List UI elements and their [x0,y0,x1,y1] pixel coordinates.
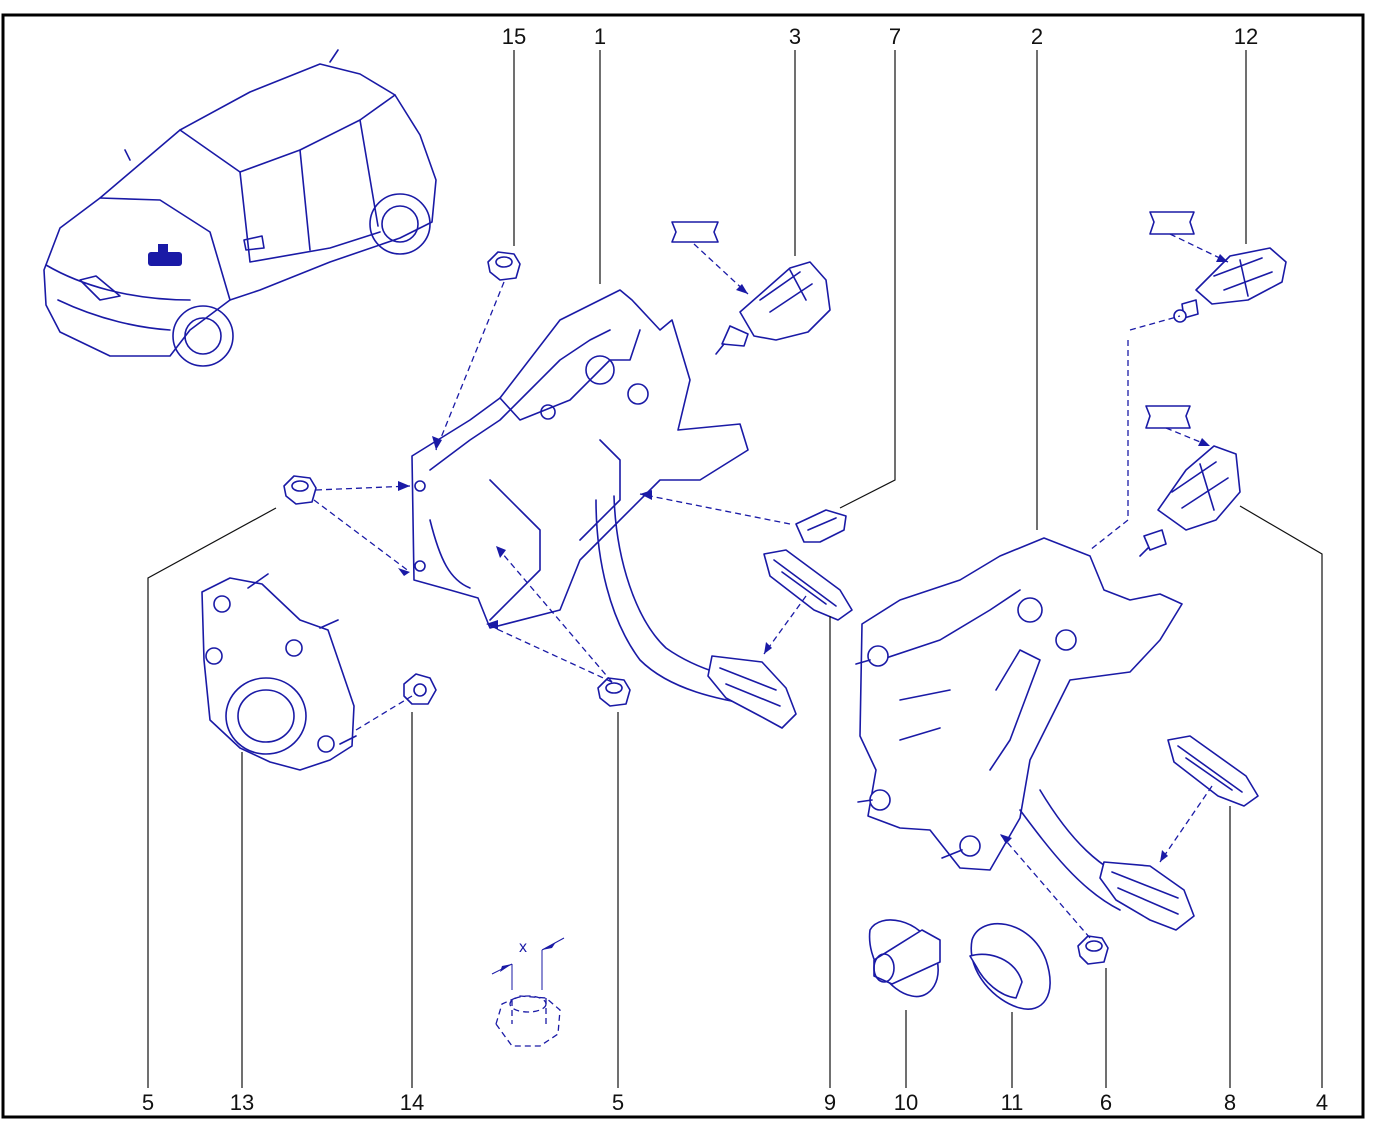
assembly-arrowheads [398,254,1228,862]
bearing-housing-icon [201,573,357,771]
bushing-icon [868,919,941,998]
switch-icon [715,261,831,355]
detail-x-icon [491,937,565,1047]
left-pedal-bracket-icon [411,289,797,729]
callout-13: 13 [230,1090,254,1115]
car-icon [43,49,437,367]
callout-10: 10 [894,1090,918,1115]
detail-x-label: x [519,939,527,956]
switch-icon [1173,247,1287,323]
bushing-icon [969,922,1051,1010]
leader-lines [147,50,1323,1088]
callout-5-left: 5 [142,1090,154,1115]
callout-1: 1 [594,24,606,49]
callout-14: 14 [400,1090,424,1115]
callout-9: 9 [824,1090,836,1115]
nut-icon [597,677,631,707]
right-pedal-bracket-icon [855,537,1195,931]
callout-6: 6 [1100,1090,1112,1115]
callout-4: 4 [1316,1090,1328,1115]
assembly-lines [313,233,1229,939]
callout-numbers: 15 1 3 7 2 12 5 13 14 5 9 10 11 6 8 4 [142,24,1328,1115]
callout-3: 3 [789,24,801,49]
nut-icon [487,251,521,281]
pedal-pad-icon [763,549,1259,807]
callout-8: 8 [1224,1090,1236,1115]
clip-icon [795,509,847,543]
switch-icon [1139,445,1241,557]
callout-7: 7 [889,24,901,49]
lubricant-symbol-icon [671,211,1195,429]
callout-15: 15 [502,24,526,49]
callout-12: 12 [1234,24,1258,49]
callout-11: 11 [1001,1090,1024,1115]
callout-2: 2 [1031,24,1043,49]
nut-icon [1077,935,1109,965]
callout-5-center: 5 [612,1090,624,1115]
nut-icon [283,475,317,505]
